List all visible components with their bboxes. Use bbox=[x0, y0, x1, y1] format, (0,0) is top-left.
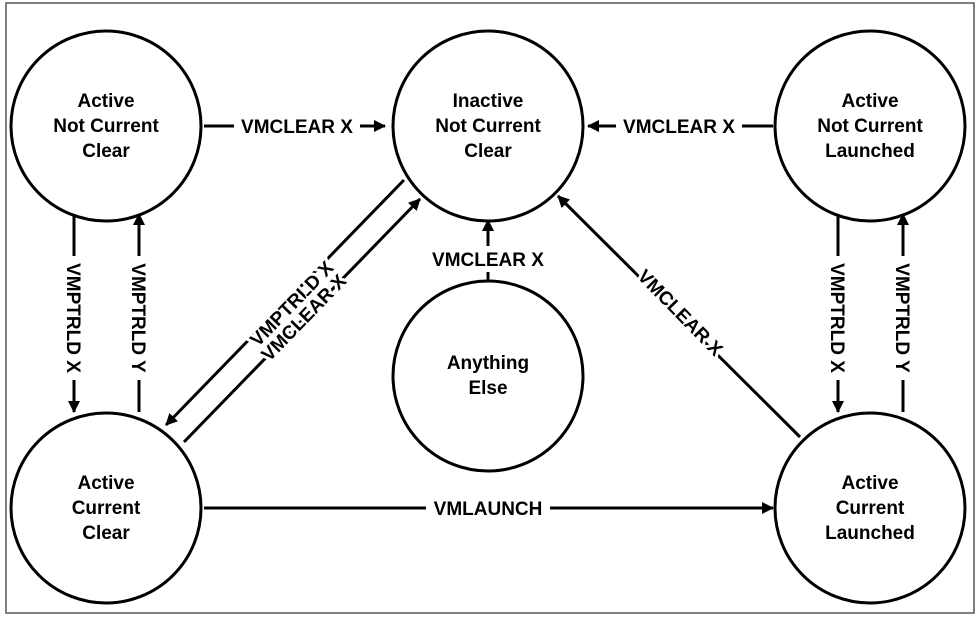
edge-label-bg bbox=[616, 114, 742, 138]
state-label-line: Clear bbox=[82, 523, 130, 544]
edge-label-bg bbox=[127, 256, 151, 380]
state-anything-else: Anything Else bbox=[391, 279, 585, 473]
edge-label-bl-to-tl: VMPTRLD Y bbox=[127, 263, 148, 373]
edge-label-tr-to-tc: VMCLEAR X bbox=[623, 117, 735, 138]
state-inactive-not-current-clear: Inactive Not Current Clear bbox=[391, 29, 585, 223]
state-label-line: Inactive bbox=[453, 91, 524, 112]
edge-label-bg bbox=[424, 246, 552, 272]
edge-label-bg bbox=[62, 256, 86, 380]
edge-label-tr-to-br: VMPTRLD X bbox=[826, 263, 847, 373]
state-label-line: Launched bbox=[825, 141, 915, 162]
state-label-line: Launched bbox=[825, 523, 915, 544]
state-label-line: Not Current bbox=[53, 116, 159, 137]
edge-label-tl-to-tc: VMCLEAR X bbox=[241, 117, 353, 138]
state-active-current-clear: Active Current Clear bbox=[9, 411, 203, 605]
edge-label-bg bbox=[426, 496, 550, 520]
state-label-line: Clear bbox=[464, 141, 512, 162]
state-label-line: Not Current bbox=[435, 116, 541, 137]
edge-bl-to-tc bbox=[182, 197, 422, 444]
state-active-current-launched: Active Current Launched bbox=[773, 411, 967, 605]
state-label-line: Current bbox=[836, 498, 905, 519]
edge-label-tl-to-bl: VMPTRLD X bbox=[62, 263, 83, 373]
state-label-line: Active bbox=[77, 91, 134, 112]
state-label-line: Not Current bbox=[817, 116, 923, 137]
state-label-line: Else bbox=[468, 378, 507, 399]
state-label-line: Current bbox=[72, 498, 141, 519]
state-label-line: Active bbox=[77, 473, 134, 494]
state-label-line: Active bbox=[841, 91, 898, 112]
state-label-line: Anything bbox=[447, 353, 529, 374]
edge-label-bg bbox=[826, 256, 850, 380]
state-label-line: Clear bbox=[82, 141, 130, 162]
state-label-line: Active bbox=[841, 473, 898, 494]
edge-label-bl-to-br: VMLAUNCH bbox=[434, 499, 543, 520]
edge-tc-to-bl bbox=[164, 178, 406, 427]
edge-label-br-to-tr: VMPTRLD Y bbox=[891, 263, 912, 373]
edge-label-bg bbox=[234, 114, 360, 138]
edge-label-bg bbox=[891, 256, 915, 380]
edge-label-cc-to-tc: VMCLEAR X bbox=[432, 250, 544, 271]
state-active-not-current-clear: Active Not Current Clear bbox=[9, 29, 203, 223]
edge-br-to-tc bbox=[556, 194, 802, 439]
state-active-not-current-launched: Active Not Current Launched bbox=[773, 29, 967, 223]
